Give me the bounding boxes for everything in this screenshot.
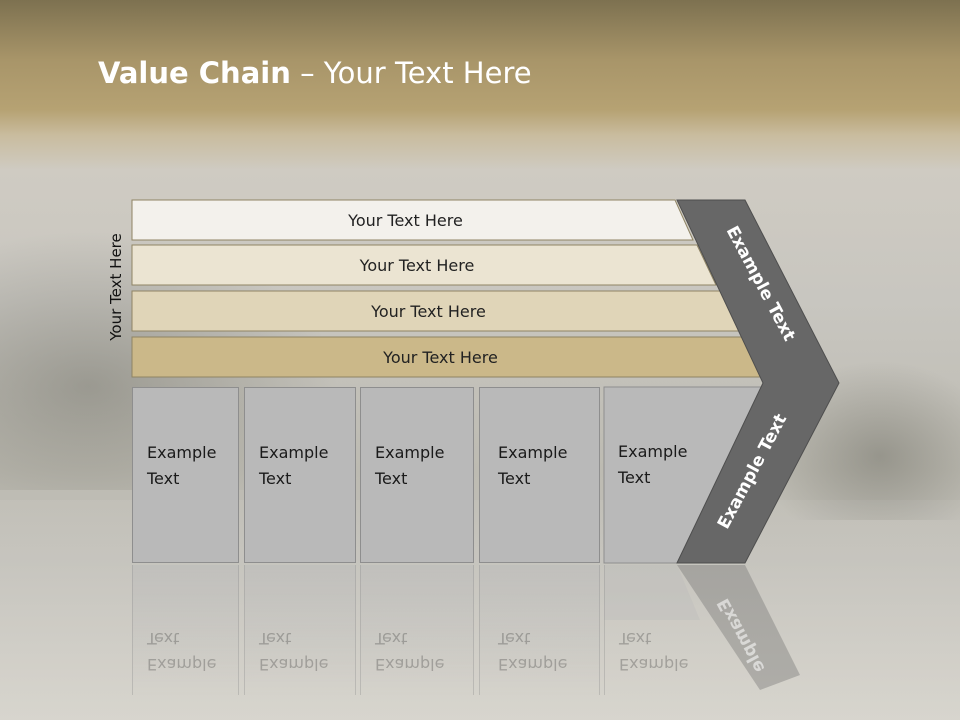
chevron-reflection <box>677 565 800 690</box>
column-box-2[interactable]: Example Text <box>244 387 356 563</box>
reflection-text: Example Text <box>498 625 567 677</box>
column-line-2: Text <box>375 469 408 488</box>
reflection-text: Example Text <box>147 625 216 677</box>
column-reflection-2: Example Text <box>244 565 356 695</box>
reflection-line-1: Example <box>619 655 689 674</box>
row-bar-shape-2 <box>131 244 717 286</box>
row-bar-shape-1 <box>131 199 694 241</box>
row-bar-label: Your Text Here <box>383 347 498 367</box>
reflection-text: Example Text <box>375 625 444 677</box>
column-line-2: Text <box>259 469 292 488</box>
last-column-reflection <box>604 565 700 620</box>
row-bar-label: Your Text Here <box>348 210 463 230</box>
column-box-3[interactable]: Example Text <box>360 387 474 563</box>
column-box-5[interactable]: Example Text <box>604 387 714 563</box>
column-line-1: Example <box>259 443 329 462</box>
row-bar-3[interactable]: Your Text Here <box>132 291 739 331</box>
reflection-line-2: Text <box>259 629 292 648</box>
row-bar-label: Your Text Here <box>371 301 486 321</box>
column-reflection-1: Example Text <box>132 565 239 695</box>
reflection-text: Example Text <box>619 625 688 677</box>
column-line-1: Example <box>147 443 217 462</box>
row-bar-label: Your Text Here <box>359 255 475 275</box>
reflection-line-2: Text <box>147 629 180 648</box>
reflection-line-2: Text <box>619 629 652 648</box>
chevron-arrow <box>676 199 840 564</box>
title-rest: – Your Text Here <box>290 56 532 90</box>
reflection-line-2: Text <box>375 629 408 648</box>
column-box-4[interactable]: Example Text <box>479 387 600 563</box>
reflection-line-1: Example <box>375 655 445 674</box>
row-bar-2[interactable]: Your Text Here <box>132 245 716 285</box>
column-reflection-4: Example Text <box>479 565 600 695</box>
reflection-line-1: Example <box>147 655 217 674</box>
reflection-text: Example Text <box>259 625 328 677</box>
slide-title: Value Chain – Your Text Here <box>98 56 532 90</box>
column-line-2: Text <box>618 468 651 487</box>
title-bold: Value Chain <box>98 56 291 90</box>
reflection-line-1: Example <box>259 655 329 674</box>
column-line-2: Text <box>147 469 180 488</box>
column-line-1: Example <box>375 443 445 462</box>
column-line-1: Example <box>618 442 688 461</box>
column-line-1: Example <box>498 443 568 462</box>
row-bar-1[interactable]: Your Text Here <box>132 200 693 240</box>
row-bar-4[interactable]: Your Text Here <box>132 337 763 377</box>
column-reflection-5: Example Text <box>604 565 688 695</box>
reflection-line-1: Example <box>498 655 568 674</box>
column-line-2: Text <box>498 469 531 488</box>
reflection-line-2: Text <box>498 629 531 648</box>
column-box-1[interactable]: Example Text <box>132 387 239 563</box>
column-reflection-3: Example Text <box>360 565 474 695</box>
